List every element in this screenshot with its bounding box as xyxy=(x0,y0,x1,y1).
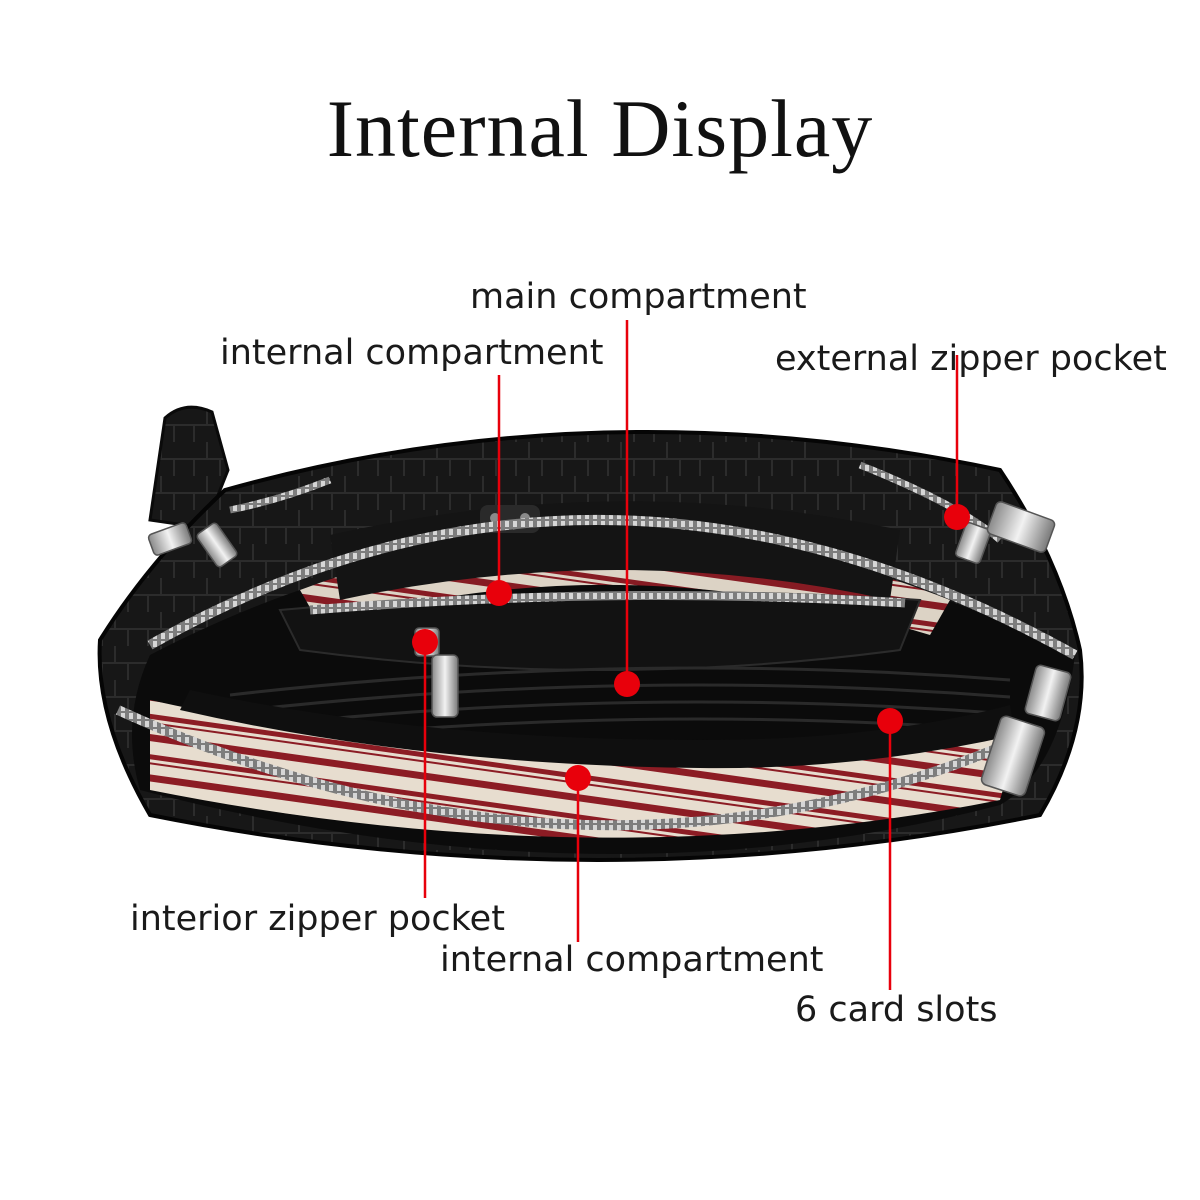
zipper-pull-external xyxy=(955,501,1056,564)
main-zipper-bottom xyxy=(115,705,1043,831)
main-zipper-top xyxy=(147,515,1078,660)
marker-internal-compartment-top xyxy=(486,580,512,606)
marker-external-zipper-pocket xyxy=(944,504,970,530)
label-main-compartment: main compartment xyxy=(470,277,807,317)
markers xyxy=(412,504,970,791)
zipper-pull-right xyxy=(980,664,1072,797)
label-internal-compartment-bottom: internal compartment xyxy=(440,940,824,980)
marker-card-slots xyxy=(877,708,903,734)
label-external-zipper-pocket: external zipper pocket xyxy=(775,339,1167,379)
marker-main-compartment xyxy=(614,671,640,697)
marker-internal-compartment-bottom xyxy=(565,765,591,791)
leader-lines xyxy=(423,320,959,990)
zipper-pull-left xyxy=(147,522,238,568)
marker-interior-zipper-pocket xyxy=(412,629,438,655)
wrist-strap xyxy=(148,405,230,530)
label-interior-zipper-pocket: interior zipper pocket xyxy=(130,899,505,939)
page-title: Internal Display xyxy=(326,83,874,174)
label-internal-compartment-top: internal compartment xyxy=(220,333,604,373)
label-card-slots: 6 card slots xyxy=(795,990,998,1030)
